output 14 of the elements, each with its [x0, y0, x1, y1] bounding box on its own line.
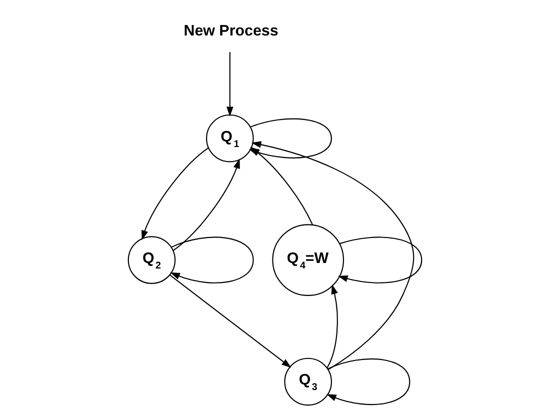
arrow	[170, 236, 254, 284]
arrow	[250, 141, 414, 370]
node-circle: Q$_{1}$	[206, 114, 254, 162]
arrow	[250, 146, 312, 225]
arrow	[172, 158, 240, 251]
arrow	[226, 52, 233, 117]
arrow	[326, 358, 410, 406]
node-text: New Process	[183, 22, 278, 40]
arrow	[326, 284, 338, 368]
node-circle: Q$_{2}$	[127, 236, 176, 284]
arrow	[169, 274, 291, 368]
node-circle: Q$_{3}$	[284, 358, 332, 406]
arrow	[337, 236, 422, 284]
arrow	[140, 147, 208, 240]
